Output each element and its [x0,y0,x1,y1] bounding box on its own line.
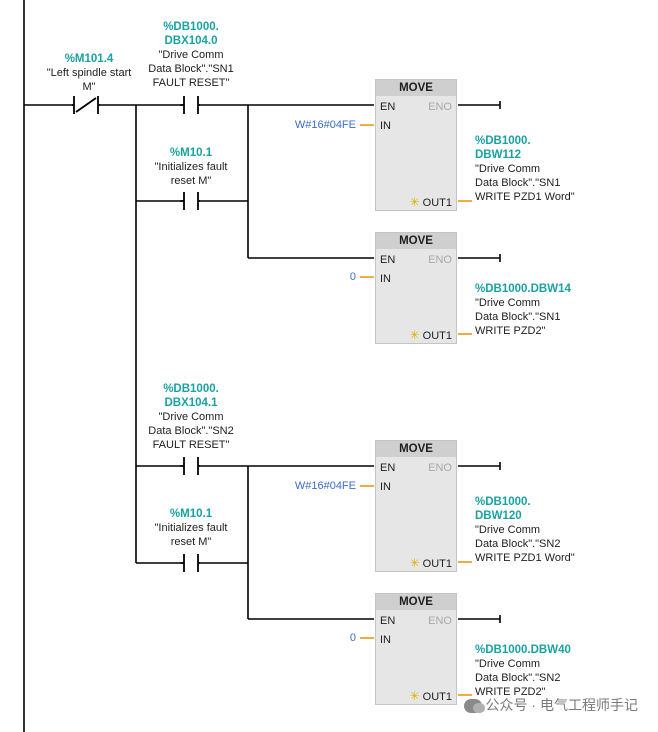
tag-sn2-reset-sym1: "Drive Comm [158,411,224,423]
move-3-in-pin: IN [380,481,391,493]
move-1-out-sym3: WRITE PZD1 Word" [475,191,575,203]
tag-m10-a-sym1: "Initializes fault [154,161,228,173]
move-4-out-sym3: WRITE PZD2" [475,686,546,698]
tag-m10-a: %M10.1 "Initializes fault reset M" [136,146,246,188]
move-1-out-pin: ✳OUT1 [410,196,452,209]
move-2-in-pin: IN [380,273,391,285]
move-1-in-pin: IN [380,120,391,132]
move-3-out-pin: ✳OUT1 [410,557,452,570]
move-4-out-sym2: Data Block"."SN2 [475,672,561,684]
move-3-out-sym3: WRITE PZD1 Word" [475,552,575,564]
move-box-3[interactable]: MOVE EN ENO IN ✳OUT1 [375,440,457,572]
move-1-out-sym2: Data Block"."SN1 [475,177,561,189]
contact-sn2-fault-reset[interactable] [180,457,200,475]
tag-sn1-reset: %DB1000. DBX104.0 "Drive Comm Data Block… [136,20,246,90]
tag-sn1-reset-addr1: %DB1000. [163,21,219,33]
move-3-en-pin: EN [380,462,396,474]
move-box-4-title: MOVE [376,594,456,610]
move-3-out-tag: %DB1000. DBW120 "Drive Comm Data Block".… [475,495,645,565]
move-1-in-value[interactable]: W#16#04FE [294,119,356,131]
tag-m10-b-addr: %M10.1 [169,508,213,520]
move-box-1-title: MOVE [376,80,456,96]
move-2-in-value[interactable]: 0 [349,271,356,283]
tag-m10-a-addr: %M10.1 [169,147,213,159]
add-output-icon[interactable]: ✳ [409,689,420,703]
watermark: 公众号 · 电气工程师手记 [463,695,638,715]
tag-m10-b: %M10.1 "Initializes fault reset M" [136,507,246,549]
contact-m101-nc[interactable] [72,96,100,114]
contact-sn1-fault-reset[interactable] [180,96,200,114]
move-1-out-addr2: DBW112 [475,149,522,161]
tag-sn1-reset-sym2: Data Block"."SN1 [148,63,234,75]
move-4-out-label: OUT1 [422,691,452,703]
move-4-out-addr1: %DB1000.DBW40 [475,644,571,656]
move-4-out-pin: ✳OUT1 [410,690,452,703]
move-3-eno-pin: ENO [428,462,452,474]
tag-m101-sym1: "Left spindle start [46,67,132,79]
move-1-out-sym1: "Drive Comm [475,163,541,175]
tag-sn1-reset-sym1: "Drive Comm [158,49,224,61]
move-2-out-tag: %DB1000.DBW14 "Drive Comm Data Block"."S… [475,282,645,338]
move-4-eno-pin: ENO [428,615,452,627]
move-box-1[interactable]: MOVE EN ENO IN ✳OUT1 [375,79,457,211]
move-2-out-sym3: WRITE PZD2" [475,325,546,337]
tag-sn2-reset-addr1: %DB1000. [163,383,219,395]
move-3-in-value[interactable]: W#16#04FE [294,480,356,492]
move-4-en-pin: EN [380,615,396,627]
move-1-en-pin: EN [380,101,396,113]
move-2-out-label: OUT1 [422,330,452,342]
tag-m101-sym2: M" [82,81,96,93]
move-4-out-sym1: "Drive Comm [475,658,541,670]
tag-sn2-reset-sym2: Data Block"."SN2 [148,425,234,437]
move-2-out-sym2: Data Block"."SN1 [475,311,561,323]
move-1-eno-pin: ENO [428,101,452,113]
move-2-en-pin: EN [380,254,396,266]
tag-m10-b-sym1: "Initializes fault [154,522,228,534]
add-output-icon[interactable]: ✳ [409,328,420,342]
move-1-out-addr1: %DB1000. [475,135,531,147]
move-3-out-addr2: DBW120 [475,510,522,522]
move-2-out-sym1: "Drive Comm [475,297,541,309]
wechat-icon [463,699,485,714]
contact-m10-1-a[interactable] [180,192,200,210]
move-3-out-sym2: Data Block"."SN2 [475,538,561,550]
add-output-icon[interactable]: ✳ [409,556,420,570]
tag-m10-a-sym2: reset M" [170,175,212,187]
tag-sn2-reset-addr2: DBX104.1 [164,397,218,409]
move-1-out-label: OUT1 [422,197,452,209]
move-box-3-title: MOVE [376,441,456,457]
move-box-4[interactable]: MOVE EN ENO IN ✳OUT1 [375,593,457,705]
move-3-out-sym1: "Drive Comm [475,524,541,536]
tag-sn2-reset: %DB1000. DBX104.1 "Drive Comm Data Block… [136,382,246,452]
move-box-2[interactable]: MOVE EN ENO IN ✳OUT1 [375,232,457,344]
add-output-icon[interactable]: ✳ [409,195,420,209]
contact-m10-1-b[interactable] [180,554,200,572]
move-4-out-tag: %DB1000.DBW40 "Drive Comm Data Block"."S… [475,643,645,699]
watermark-text: 公众号 · 电气工程师手记 [485,697,638,713]
move-4-in-pin: IN [380,634,391,646]
move-1-out-tag: %DB1000. DBW112 "Drive Comm Data Block".… [475,134,645,204]
move-2-out-addr1: %DB1000.DBW14 [475,283,571,295]
tag-m10-b-sym2: reset M" [170,536,212,548]
move-4-in-value[interactable]: 0 [349,632,356,644]
tag-sn1-reset-addr2: DBX104.0 [164,35,218,47]
move-2-out-pin: ✳OUT1 [410,329,452,342]
move-3-out-addr1: %DB1000. [475,496,531,508]
move-box-2-title: MOVE [376,233,456,249]
tag-m101: %M101.4 "Left spindle start M" [34,52,144,94]
move-3-out-label: OUT1 [422,558,452,570]
move-2-eno-pin: ENO [428,254,452,266]
tag-m101-addr: %M101.4 [64,53,114,65]
tag-sn1-reset-sym3: FAULT RESET" [152,77,230,89]
tag-sn2-reset-sym3: FAULT RESET" [152,439,230,451]
